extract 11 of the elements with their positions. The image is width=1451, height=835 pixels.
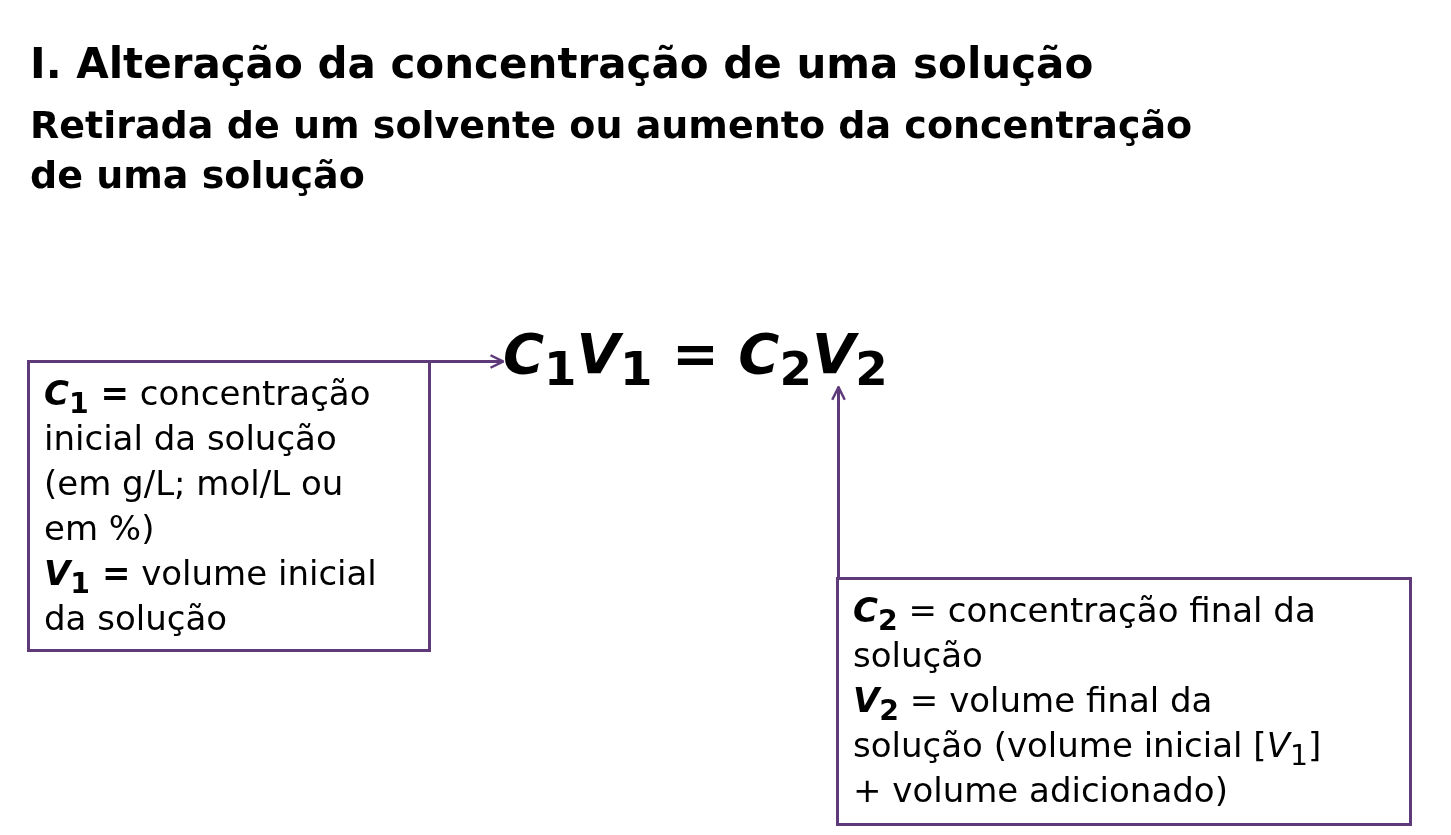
formula: C$_{1}$V$_{1}$ = C$_{2}$V$_{2}$ (503, 320, 888, 388)
arrow (831, 385, 846, 577)
title: I. Alteração da concentração de uma solução (30, 40, 1094, 89)
definition-text: V$_{1}$ = volume inicial da solução (44, 552, 378, 640)
definition-text: C$_{2}$ = concentração final da solução (853, 589, 1317, 677)
definition-box (836, 577, 1412, 826)
subtitle: Retirada de um solvente ou aumento da concentração de uma solução (30, 102, 1194, 199)
definition-text: C$_{1}$ = concentração inicial da solução (em g/L; mol/L ou em %) (44, 372, 372, 550)
arrow (429, 354, 505, 369)
definition-box (27, 360, 431, 652)
definition-text: V$_{2}$ = volume final da solução (volume inicial [V$_{1}$] + volume adicionado) (853, 679, 1323, 812)
